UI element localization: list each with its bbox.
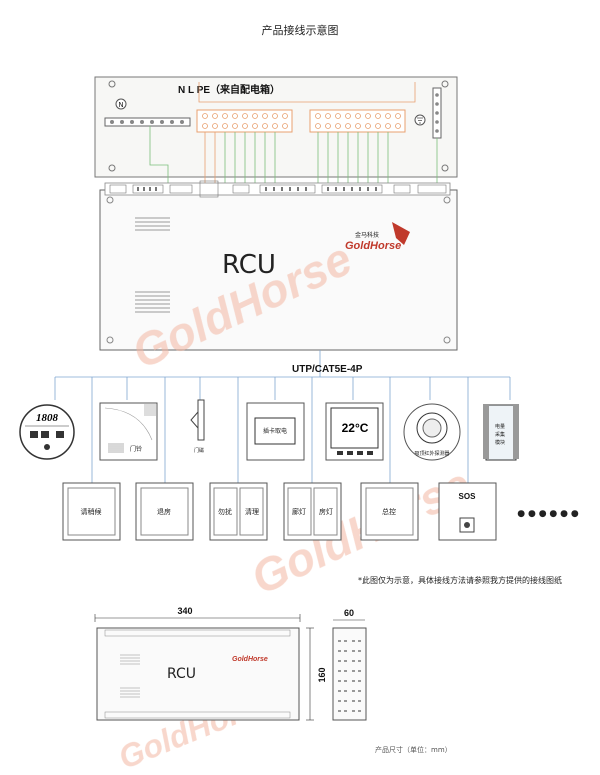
svg-text:N: N: [118, 101, 123, 109]
depth-dimension: 60: [344, 608, 354, 618]
bus-cable: [54, 350, 511, 485]
power-wires: [149, 82, 438, 192]
door-magnet-device: 门磁: [190, 399, 205, 454]
neutral-symbol: [115, 98, 127, 110]
svg-text:GoldHorse: GoldHorse: [345, 240, 401, 252]
rcu-board: [99, 180, 458, 351]
svg-text:模块: 模块: [495, 439, 505, 446]
svg-text:门磁: 门磁: [194, 447, 204, 454]
cable-label: UTP/CAT5E-4P: [292, 364, 363, 375]
brand-logo: 金马科技 GoldHorse: [345, 222, 410, 252]
card-switch-device: 插卡取电: [246, 402, 305, 461]
svg-text:金马科技: 金马科技: [355, 231, 379, 239]
button-label: 清理: [245, 507, 259, 516]
power-module-device: 电量 采集 模块: [483, 404, 519, 461]
sos-label: SOS: [459, 492, 477, 501]
door-bell-device: 门铃: [99, 402, 158, 461]
button-label: 总控: [382, 507, 396, 516]
svg-text:插卡取电: 插卡取电: [263, 427, 287, 435]
width-dimension: 340: [177, 606, 192, 616]
rcu-label: RCU: [222, 250, 276, 280]
svg-text:吸顶红外探测器: 吸顶红外探测器: [414, 450, 449, 457]
ir-sensor-device: 吸顶红外探测器: [403, 403, 461, 461]
button-label: 勿扰: [218, 507, 232, 516]
dnd-panel-device: 1808: [19, 404, 75, 460]
svg-text:22°C: 22°C: [342, 421, 369, 435]
svg-text:门铃: 门铃: [130, 445, 142, 453]
button-panels: [62, 482, 497, 541]
button-label: 房灯: [319, 507, 333, 516]
svg-text:采集: 采集: [495, 431, 505, 438]
button-label: 退房: [157, 507, 171, 516]
svg-text:1808: 1808: [36, 412, 59, 424]
button-label: 廊灯: [292, 507, 306, 516]
rcu-small-label: RCU: [167, 666, 196, 682]
wiring-note: *此图仅为示意，具体接线方法请参照我方提供的接线图纸: [358, 576, 562, 585]
power-input-label: N L PE（来自配电箱）: [178, 83, 280, 96]
thermostat-device: 22°C: [325, 402, 384, 461]
svg-text:GoldHorse: GoldHorse: [232, 656, 268, 663]
distribution-box: N: [94, 76, 458, 178]
svg-text:电量: 电量: [495, 423, 505, 430]
button-label: 请稍候: [81, 507, 102, 516]
height-dimension: 160: [317, 667, 327, 682]
dimension-drawing: GoldHorse: [94, 614, 367, 721]
more-devices-ellipsis: ● ● ● ● ● ●: [517, 509, 579, 519]
units-caption: 产品尺寸（单位：mm）: [375, 746, 452, 754]
page-title: 产品接线示意图: [261, 24, 339, 37]
